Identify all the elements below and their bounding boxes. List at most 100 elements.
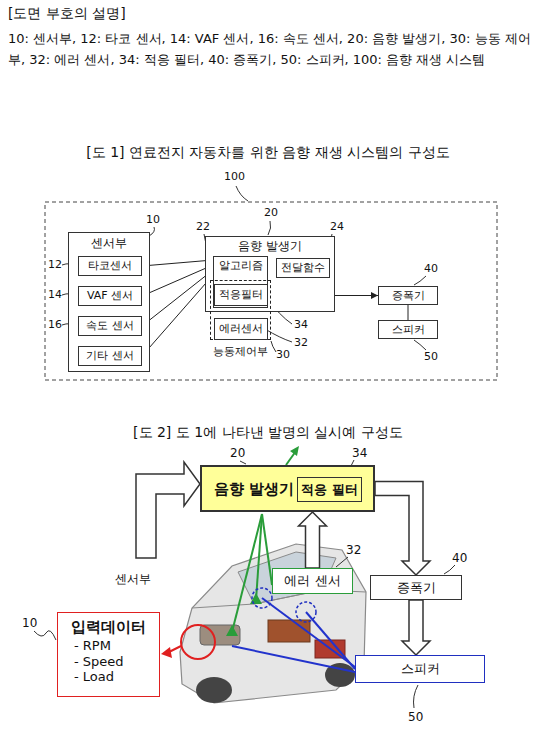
leader-line	[414, 340, 426, 350]
connector	[142, 265, 213, 296]
box-label: 음향 발생기	[214, 480, 294, 498]
speaker-wire	[232, 646, 355, 672]
box-label: 적응필터	[219, 288, 263, 301]
speaker-wire	[306, 612, 355, 669]
callout-number: 12	[48, 258, 62, 271]
arrow-head	[161, 647, 172, 658]
block-arrow	[402, 600, 430, 655]
system-boundary	[45, 202, 497, 380]
box-label: 타코센서	[88, 259, 132, 272]
leader-line	[34, 631, 56, 640]
connector	[408, 305, 409, 320]
callout-number: 100	[224, 170, 245, 183]
input-wire	[169, 646, 181, 652]
adaptive-filter-box: 적응필터	[214, 284, 268, 306]
box-label: - Load	[58, 669, 114, 685]
sensor-box: VAF 센서	[78, 286, 142, 306]
sensor-box: 속도 센서	[78, 316, 142, 336]
callout-number: 32	[294, 336, 308, 349]
speaker-wire	[262, 598, 355, 667]
connector	[335, 295, 378, 296]
block-arrow	[375, 482, 430, 576]
leader-line	[414, 685, 419, 708]
legend-note: 10: 센서부, 12: 타코 센서, 14: VAF 센서, 16: 속도 센…	[8, 28, 532, 70]
box-label: 속도 센서	[86, 319, 134, 332]
speaker-box: 스피커	[355, 655, 485, 683]
callout-number: 24	[330, 220, 344, 233]
box-label: 스피커	[392, 323, 425, 336]
box-label: - Speed	[58, 654, 124, 670]
callout-number: 14	[48, 288, 62, 301]
callout-number: 40	[424, 262, 438, 275]
leader-line	[414, 276, 426, 285]
box-label: 음향 발생기	[238, 239, 302, 253]
callout-number: 20	[230, 446, 245, 460]
box-label: 능동제어부	[213, 345, 268, 358]
box-label: 센서부	[91, 236, 127, 250]
box-label: 적응 필터	[301, 482, 358, 498]
speaker-box: 스피커	[378, 320, 438, 339]
callout-number: 20	[264, 206, 278, 219]
box-label: 증폭기	[397, 580, 436, 596]
box-label: 에러 센서	[284, 573, 340, 589]
callout-number: 40	[452, 551, 467, 565]
amplifier-box: 증폭기	[370, 575, 462, 600]
car-body	[180, 544, 366, 703]
callout-number: 50	[424, 350, 438, 363]
box-label: - RPM	[58, 638, 111, 654]
sensor-wire	[256, 514, 262, 600]
box-label: 증폭기	[392, 289, 425, 302]
active-control-group: 능동제어부 에러센서	[210, 280, 271, 358]
callout-number: 10	[22, 616, 37, 630]
engine-highlight	[181, 625, 215, 659]
sound-generator-box: 음향 발생기알고리즘적응필터 전달함수	[205, 236, 335, 312]
leader-line	[271, 341, 276, 352]
callout-number: 16	[48, 318, 62, 331]
box-label: 스피커	[401, 661, 440, 677]
section-heading: [도면 부호의 설명]	[8, 5, 126, 22]
sound-generator-box: 음향 발생기 적응 필터	[200, 465, 375, 512]
sensor-wire	[262, 514, 272, 585]
part-name: 센서부	[115, 572, 151, 586]
car-wheel	[196, 677, 232, 703]
callout-number: 22	[196, 220, 210, 233]
sensor-box: 기타 센서	[78, 346, 142, 366]
block-arrow	[299, 512, 327, 568]
amplifier-box: 증폭기	[378, 286, 438, 305]
leader-line	[240, 461, 246, 464]
callout-number: 30	[276, 348, 290, 361]
box-label: 에러센서	[219, 322, 263, 335]
callout-number: 34	[294, 318, 308, 331]
input-data-box: 입력데이터 - RPM- Speed- Load	[57, 612, 160, 697]
callout-number: 10	[146, 213, 160, 226]
leader-line	[268, 221, 271, 235]
connector	[142, 260, 213, 266]
connector	[142, 275, 213, 356]
callout-number: 32	[346, 543, 361, 557]
leader-line	[265, 329, 292, 342]
box-label: 기타 센서	[86, 349, 134, 362]
sensor-unit-box: 센서부타코센서 VAF 센서속도 센서기타 센서	[68, 232, 150, 372]
fuel-cell-stack	[268, 620, 310, 642]
callout-number: 34	[352, 446, 367, 460]
box-label: 전달함수	[281, 261, 325, 274]
sensor-marker	[226, 625, 238, 636]
leader-line	[444, 565, 455, 574]
figure-caption: [도 1] 연료전지 자동차를 위한 음향 재생 시스템의 구성도	[0, 144, 536, 161]
arrow-head	[290, 446, 299, 456]
transfer-function-box: 전달함수	[276, 258, 330, 278]
callout-number: 50	[408, 710, 423, 724]
error-sensor-box: 에러센서	[214, 318, 268, 340]
sensor-box: 타코센서	[78, 256, 142, 276]
connector	[142, 270, 213, 326]
leader-line	[336, 557, 348, 567]
figure-caption: [도 2] 도 1에 나타낸 발명의 실시예 구성도	[0, 424, 536, 441]
error-sensor-box: 에러 센서	[272, 568, 353, 594]
box-label: VAF 센서	[87, 289, 133, 302]
box-label: 알고리즘	[219, 259, 263, 272]
box-label: 입력데이터	[71, 618, 146, 636]
leader-line	[236, 186, 248, 201]
adaptive-filter-box: 적응 필터	[297, 477, 362, 502]
algorithm-box: 알고리즘적응필터	[213, 256, 268, 308]
sensor-wire	[232, 514, 262, 632]
